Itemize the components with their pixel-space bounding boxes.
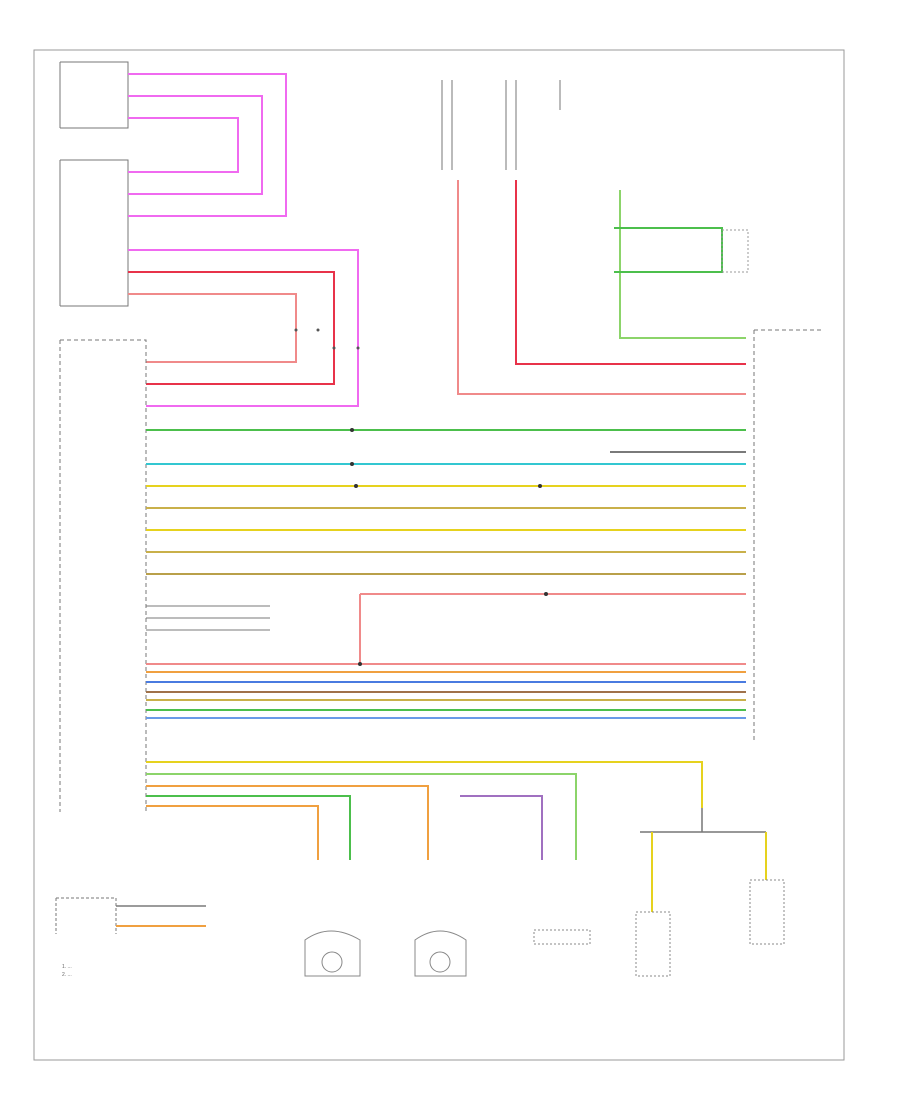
green-subcircuit [614, 190, 746, 339]
top-fuses [441, 80, 561, 170]
splice-points [350, 428, 548, 666]
wire-sensor-green [146, 773, 577, 860]
footnote-2: 2. ... [62, 972, 72, 978]
sensor-wires [146, 761, 703, 860]
sensor-2 [414, 930, 467, 977]
inline-connectors [294, 328, 360, 350]
cluster [55, 897, 206, 934]
wire-pink-1 [128, 73, 287, 217]
wire-sensor-purple [460, 795, 543, 860]
sensor-1 [304, 930, 361, 977]
sensor-5 [749, 879, 785, 945]
wire-cs-1 [128, 249, 359, 407]
wire-pink-2 [128, 95, 263, 195]
clock-spring-wires [128, 249, 359, 407]
wire-sensor-yellow [146, 761, 703, 808]
main-module [59, 339, 147, 812]
right-module [753, 329, 824, 742]
footnote-1: 1. ... [62, 964, 72, 970]
bus-wire-pink-low [359, 593, 746, 664]
wire-cs-3 [128, 293, 297, 363]
wire-pink-3 [128, 117, 239, 173]
bottom-right-branch [640, 808, 767, 912]
wire-cs-2 [128, 271, 335, 385]
wire-sensor-orange-2 [146, 805, 319, 860]
diagram-frame [33, 49, 845, 1061]
pink-wire-group [128, 73, 287, 217]
supply-wires [457, 180, 746, 395]
sensor-3 [533, 929, 591, 945]
wire-supply-red [515, 180, 746, 365]
bus-wires [146, 429, 746, 719]
clock-spring-connector [59, 159, 129, 307]
wire-sensor-green-2 [146, 795, 351, 860]
sensor-4 [635, 911, 671, 977]
wire-green-b [614, 227, 723, 273]
upper-module [59, 61, 129, 129]
wire-sensor-orange [146, 785, 429, 860]
wire-supply-salmon [457, 180, 746, 395]
wire-green-a [619, 190, 746, 339]
green-subcircuit-box [721, 229, 749, 273]
